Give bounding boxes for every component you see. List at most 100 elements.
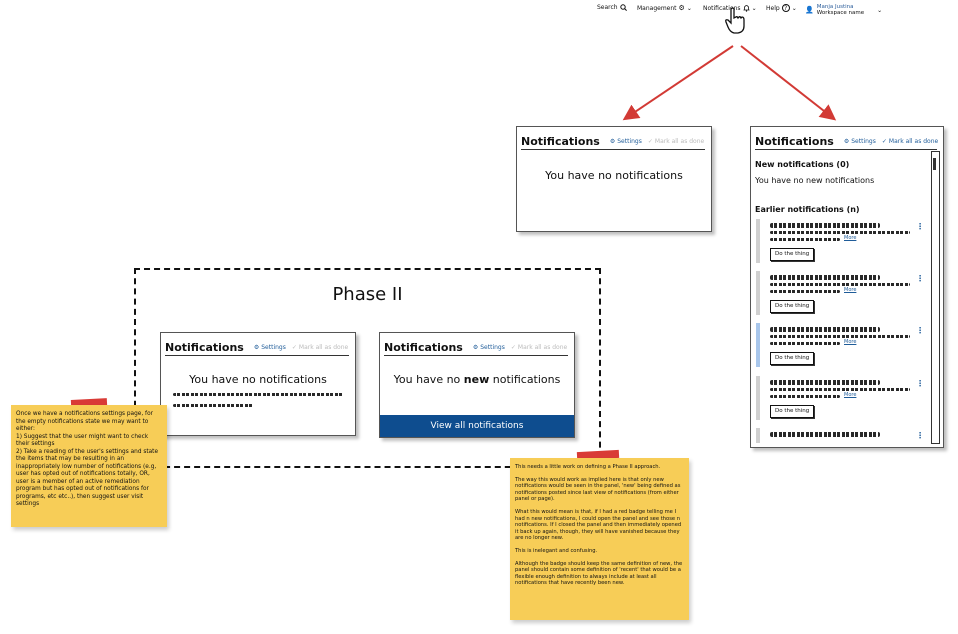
arrow-to-full-panel (740, 45, 837, 121)
earlier-notifications-heading: Earlier notifications (n) (755, 205, 860, 214)
nav-search-label: Search (597, 4, 618, 11)
nav-notifications[interactable]: Notifications ⌄ (703, 4, 757, 12)
kebab-menu-icon[interactable]: ⋮ (916, 431, 924, 440)
scribble-text (770, 275, 880, 280)
sticky-paragraph: This is inelegant and confusing. (515, 547, 598, 554)
sticky-note-phase-two: This needs a little work on defining a P… (510, 458, 689, 620)
scribble-text (770, 290, 840, 293)
scribble-text (770, 238, 840, 241)
settings-label: Settings (617, 137, 642, 145)
gear-icon: ⚙ (609, 137, 616, 145)
panel-title: Notifications (165, 340, 244, 354)
list-item[interactable]: ⋮ (756, 428, 926, 443)
check-circle-icon: ✓ (881, 137, 887, 145)
panel-header: Notifications ⚙Settings ✓Mark all as don… (755, 133, 938, 150)
list-item[interactable]: More Do the thing ⋮ (756, 323, 926, 367)
sticky-line: Once we have a notifications settings pa… (16, 411, 153, 432)
notifications-panel-empty: Notifications ⚙Settings ✓Mark all as don… (516, 126, 712, 232)
gear-icon: ⚙ (843, 137, 850, 145)
panel-header: Notifications ⚙Settings ✓Mark all as don… (384, 339, 568, 356)
nav-search[interactable]: Search (597, 4, 627, 11)
do-the-thing-button[interactable]: Do the thing (770, 300, 815, 313)
search-icon (619, 4, 627, 11)
more-link[interactable]: More (844, 339, 857, 345)
settings-link[interactable]: ⚙Settings (844, 138, 876, 145)
phase-two-title: Phase II (332, 284, 403, 305)
scribble-text (770, 388, 910, 391)
settings-link[interactable]: ⚙Settings (610, 138, 642, 145)
scribble-text (770, 283, 910, 286)
mark-all-done-link[interactable]: ✓Mark all as done (511, 344, 567, 351)
chevron-down-icon: ⌄ (877, 6, 883, 14)
phase-two-frame (134, 268, 601, 468)
hand-cursor-icon (725, 7, 745, 34)
nav-help-label: Help (766, 4, 780, 12)
more-link[interactable]: More (844, 235, 857, 241)
panel-title: Notifications (384, 340, 463, 354)
scribble-text (770, 432, 880, 437)
workspace-name: Workspace name (816, 10, 865, 16)
nav-help[interactable]: Help ? ⌄ (766, 4, 797, 12)
mark-all-done-link[interactable]: ✓Mark all as done (292, 344, 348, 351)
message-prefix: You have no (393, 373, 461, 386)
panel-title: Notifications (755, 134, 834, 148)
scribble-text (770, 380, 880, 385)
more-link[interactable]: More (844, 392, 857, 398)
settings-link[interactable]: ⚙Settings (473, 344, 505, 351)
empty-message: You have no notifications (545, 169, 683, 182)
sticky-paragraph: The way this would work as implied here … (515, 476, 681, 503)
panel-title: Notifications (521, 134, 600, 148)
nav-notifications-label: Notifications (703, 4, 741, 12)
gear-icon: ⚙ (472, 343, 479, 351)
list-item[interactable]: More Do the thing ⋮ (756, 219, 926, 263)
bell-icon (742, 5, 750, 12)
scribble-text (770, 395, 840, 398)
kebab-menu-icon[interactable]: ⋮ (916, 379, 924, 388)
empty-message: You have no notifications (189, 373, 327, 386)
do-the-thing-button[interactable]: Do the thing (770, 405, 815, 418)
scrollbar-thumb[interactable] (933, 158, 936, 170)
nav-management-label: Management (637, 4, 677, 12)
scrollbar[interactable] (931, 151, 940, 444)
do-the-thing-button[interactable]: Do the thing (770, 248, 815, 261)
scribble-text (770, 342, 840, 345)
gear-icon: ⚙ (678, 4, 685, 12)
nav-management[interactable]: Management ⚙ ⌄ (637, 4, 692, 12)
settings-label: Settings (261, 343, 286, 351)
mark-all-done-link[interactable]: ✓Mark all as done (882, 138, 938, 145)
scribble-text (770, 335, 910, 338)
view-all-notifications-button[interactable]: View all notifications (380, 415, 574, 437)
user-name: Manja Justina (816, 4, 854, 10)
kebab-menu-icon[interactable]: ⋮ (916, 222, 924, 231)
mark-all-label: Mark all as done (654, 137, 705, 145)
new-notifications-heading: New notifications (0) (755, 160, 850, 169)
settings-label: Settings (851, 137, 876, 145)
user-icon: 👤 (805, 6, 814, 14)
kebab-menu-icon[interactable]: ⋮ (916, 274, 924, 283)
mark-all-done-link[interactable]: ✓Mark all as done (648, 138, 704, 145)
kebab-menu-icon[interactable]: ⋮ (916, 326, 924, 335)
notifications-panel-full: Notifications ⚙Settings ✓Mark all as don… (750, 126, 944, 448)
panel-header: Notifications ⚙Settings ✓Mark all as don… (521, 133, 705, 150)
mark-all-label: Mark all as done (888, 137, 939, 145)
phase-two-panel-empty: Notifications ⚙Settings ✓Mark all as don… (160, 332, 356, 436)
list-item[interactable]: More Do the thing ⋮ (756, 271, 926, 315)
list-item[interactable]: More Do the thing ⋮ (756, 376, 926, 420)
mark-all-label: Mark all as done (517, 343, 568, 351)
sticky-paragraph: What this would mean is that, if I had a… (515, 508, 682, 542)
chevron-down-icon: ⌄ (791, 4, 797, 12)
more-link[interactable]: More (844, 287, 857, 293)
panel-header: Notifications ⚙Settings ✓Mark all as don… (165, 339, 349, 356)
do-the-thing-button[interactable]: Do the thing (770, 352, 815, 365)
phase-two-panel-no-new: Notifications ⚙Settings ✓Mark all as don… (379, 332, 575, 438)
scribble-text (173, 393, 343, 396)
sticky-paragraph: This needs a little work on defining a P… (515, 464, 661, 470)
user-menu[interactable]: 👤 Manja Justina Workspace name ⌄ (805, 4, 882, 16)
scribble-text (173, 404, 253, 407)
arrow-to-empty-panel (622, 45, 734, 121)
message-bold: new (463, 373, 490, 386)
settings-link[interactable]: ⚙Settings (254, 344, 286, 351)
mark-all-label: Mark all as done (298, 343, 349, 351)
sticky-note-empty-state: Once we have a notifications settings pa… (11, 405, 167, 527)
